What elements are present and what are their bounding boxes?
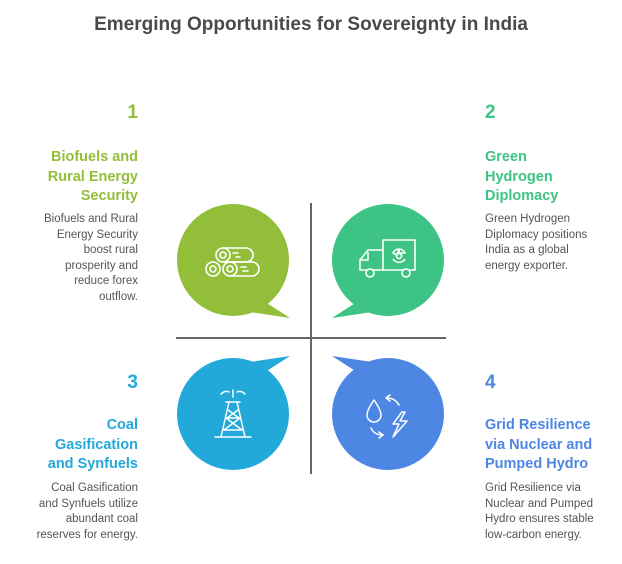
q2-number: 2 (485, 102, 496, 123)
q4-desc-line: low-carbon energy. (485, 528, 582, 541)
q4-heading-line: Pumped Hydro (485, 456, 589, 472)
q1-heading: Biofuels and Rural Energy Security (20, 148, 138, 207)
q3-heading-line: and Synfuels (47, 456, 138, 472)
q3-desc-line: and Synfuels utilize (38, 497, 138, 510)
water-energy-cycle-icon (366, 394, 408, 439)
page-title: Emerging Opportunities for Sovereignty i… (94, 14, 528, 35)
q4-heading-line: via Nuclear and (485, 436, 593, 453)
q2-description: Green Hydrogen Diplomacy positions India… (485, 212, 620, 274)
q4-heading: Grid Resilience via Nuclear and Pumped H… (485, 416, 620, 475)
q3-heading-line: Gasification (55, 436, 138, 453)
drilling-tower-icon (214, 389, 252, 438)
q1-desc-line: Energy Security (56, 228, 138, 241)
q1-desc-line: outflow. (99, 290, 138, 303)
q4-bubble (332, 356, 444, 470)
q3-description: Coal Gasification and Synfuels utilize a… (5, 481, 138, 543)
q2-desc-line: Diplomacy positions (485, 228, 588, 241)
q1-description: Biofuels and Rural Energy Security boost… (10, 212, 138, 305)
q2-desc-line: energy exporter. (485, 259, 569, 272)
logs-icon (205, 247, 260, 277)
q3-desc-line: abundant coal (65, 513, 138, 525)
hazard-truck-icon (359, 239, 416, 278)
q2-heading: Green Hydrogen Diplomacy (485, 148, 615, 207)
q3-desc-line: reserves for energy. (36, 528, 138, 541)
q3-desc-line: Coal Gasification (51, 482, 138, 494)
q1-desc-line: prosperity and (65, 259, 138, 272)
q4-heading-line: Grid Resilience (485, 417, 591, 433)
q2-heading-line: Hydrogen (485, 168, 553, 185)
q3-heading-line: Coal (106, 417, 138, 433)
q2-desc-line: India as a global (485, 244, 569, 256)
q4-desc-line: Hydro ensures stable (485, 513, 594, 525)
q1-desc-line: reduce forex (74, 275, 138, 287)
q2-heading-line: Green (485, 149, 527, 165)
q1-desc-line: boost rural (83, 244, 138, 256)
q1-heading-line: Biofuels and (50, 149, 138, 165)
q1-heading-line: Security (80, 188, 138, 204)
q1-heading-line: Rural Energy (47, 168, 138, 185)
q3-bubble (177, 356, 290, 470)
q1-number: 1 (127, 102, 138, 123)
q2-heading-line: Diplomacy (485, 188, 559, 204)
q1-desc-line: Biofuels and Rural (44, 213, 138, 225)
q4-desc-line: Grid Resilience via (485, 482, 581, 494)
q4-number: 4 (485, 372, 496, 393)
q2-desc-line: Green Hydrogen (485, 213, 571, 225)
q2-bubble (332, 204, 444, 318)
q3-heading: Coal Gasification and Synfuels (20, 416, 138, 475)
q4-description: Grid Resilience via Nuclear and Pumped H… (485, 481, 620, 543)
q4-desc-line: Nuclear and Pumped (485, 497, 594, 510)
q3-number: 3 (127, 372, 138, 393)
q1-bubble (177, 204, 290, 318)
